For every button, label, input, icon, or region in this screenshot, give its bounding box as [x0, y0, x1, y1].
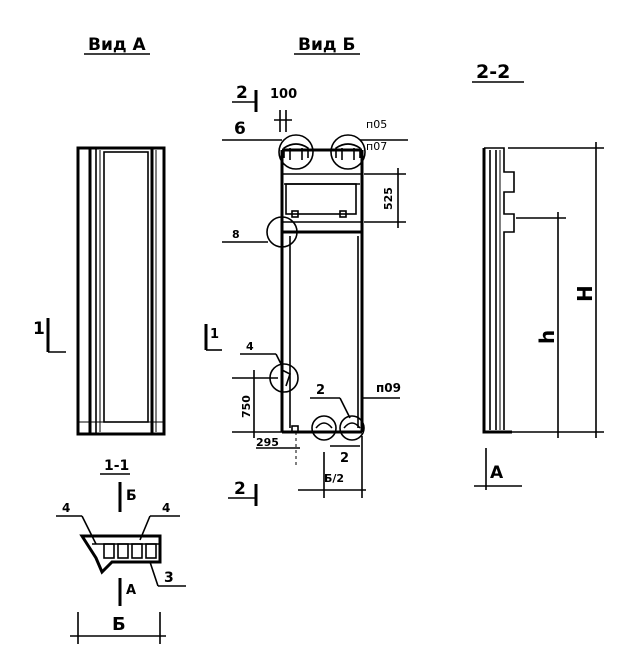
dim-b-bottom-label: Б	[112, 614, 126, 635]
section-11-shape	[79, 534, 162, 575]
loop-circle-6	[278, 134, 314, 170]
dim-H: H	[508, 142, 604, 438]
cut-marker-1-mid: 1	[204, 324, 222, 351]
callout-2b: 2	[340, 451, 349, 466]
sec-callout-3: 3	[164, 570, 174, 586]
dim-525-label: 525	[382, 187, 395, 210]
sec-callout-4-right: 4	[162, 501, 170, 515]
dim-h: h	[516, 212, 566, 438]
view-a-inner-frame	[103, 151, 149, 423]
section-1-1: 1-1 Б 4 4 3 А	[56, 458, 186, 644]
callout-n05: п05	[366, 118, 387, 131]
cut-1-label-mid: 1	[210, 327, 219, 342]
view-a-panel-outline	[76, 146, 166, 436]
dim-750: 750	[232, 370, 282, 438]
section-2-2: 2-2 H h А	[472, 61, 604, 490]
dim-A-right: А	[474, 448, 522, 490]
dim-b-top-label: Б	[126, 488, 137, 504]
callout-2: 2	[316, 383, 325, 398]
dim-750-label: 750	[240, 395, 253, 418]
dim-H-label: H	[573, 285, 597, 302]
dim-b-bottom: Б	[70, 612, 166, 644]
cut-2-label-bottom: 2	[234, 479, 246, 499]
dim-100: 100	[270, 87, 297, 132]
callout-n09: п09	[376, 381, 401, 395]
view-a: Вид А 1	[33, 35, 166, 436]
view-b-title: Вид Б	[298, 35, 355, 55]
cut-marker-2-top: 2	[232, 83, 258, 112]
dim-A-top-label: А	[126, 583, 136, 598]
dim-h-label: h	[535, 330, 559, 344]
detail-circle-2-right	[339, 415, 365, 441]
dim-b-half: Б/2	[298, 436, 366, 498]
dim-525: 525	[364, 168, 406, 228]
detail-circle-8	[266, 216, 298, 248]
view-a-title: Вид А	[88, 35, 147, 55]
callout-n07: п07	[366, 140, 387, 153]
cut-arrow-a-bottom: А	[118, 578, 136, 606]
section-11-title: 1-1	[104, 458, 129, 474]
loop-circle-n05	[330, 134, 366, 170]
cut-arrow-b-top: Б	[118, 482, 137, 512]
sec-callout-4-left: 4	[62, 501, 70, 515]
dim-b-half-label: Б/2	[324, 472, 344, 485]
cut-marker-1-left: 1	[33, 318, 66, 353]
callout-8: 8	[232, 228, 240, 241]
dim-295-label: 295	[256, 436, 279, 449]
cut-marker-2-bottom: 2	[228, 479, 258, 506]
detail-circle-2-left	[311, 415, 337, 441]
cut-1-label-left: 1	[33, 319, 45, 339]
section-22-title: 2-2	[476, 61, 510, 83]
section-11-voids	[103, 543, 157, 559]
view-b-top-block	[285, 183, 357, 215]
cut-2-label-top: 2	[236, 83, 248, 103]
dim-A-right-label: А	[490, 463, 504, 483]
dim-295: 295	[256, 436, 300, 449]
view-b: Вид Б	[204, 35, 408, 506]
section-22-profile	[482, 148, 512, 434]
callout-4: 4	[246, 340, 254, 353]
callout-6: 6	[234, 119, 246, 139]
dim-100-label: 100	[270, 87, 297, 102]
